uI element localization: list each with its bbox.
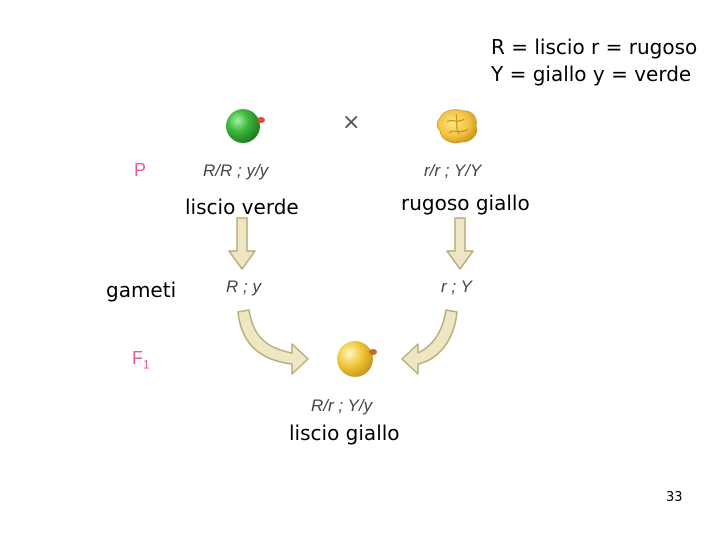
curved-arrow-right-icon	[401, 309, 458, 375]
legend-line-1: R = liscio r = rugoso	[491, 35, 698, 59]
wrinkled-yellow-pea-icon	[436, 109, 478, 144]
legend-line-2: Y = giallo y = verde	[491, 62, 692, 86]
offspring-phenotype: liscio giallo	[289, 421, 400, 445]
parent-left-genotype: R/R ; y/y	[203, 161, 269, 180]
yellow-pea-icon	[337, 341, 377, 377]
green-pea-icon	[226, 109, 265, 143]
gametes-label: gameti	[106, 278, 177, 302]
generation-p-label: P	[134, 160, 147, 180]
generation-f1-sub: 1	[143, 357, 150, 372]
arrow-down-right-icon	[446, 217, 474, 270]
generation-f1-main: F	[132, 348, 143, 368]
parent-right-phenotype: rugoso giallo	[401, 191, 530, 215]
parent-right-genotype: r/r ; Y/Y	[424, 161, 482, 180]
parent-left-phenotype: liscio verde	[185, 195, 299, 219]
gamete-right: r ; Y	[441, 277, 472, 296]
page-number: 33	[666, 490, 683, 505]
offspring-genotype: R/r ; Y/y	[311, 396, 373, 415]
arrow-down-left-icon	[228, 217, 256, 270]
generation-f1-label: F1	[132, 348, 150, 372]
cross-symbol: ×	[342, 110, 361, 135]
curved-arrow-left-icon	[237, 309, 309, 375]
gamete-left: R ; y	[226, 277, 261, 296]
